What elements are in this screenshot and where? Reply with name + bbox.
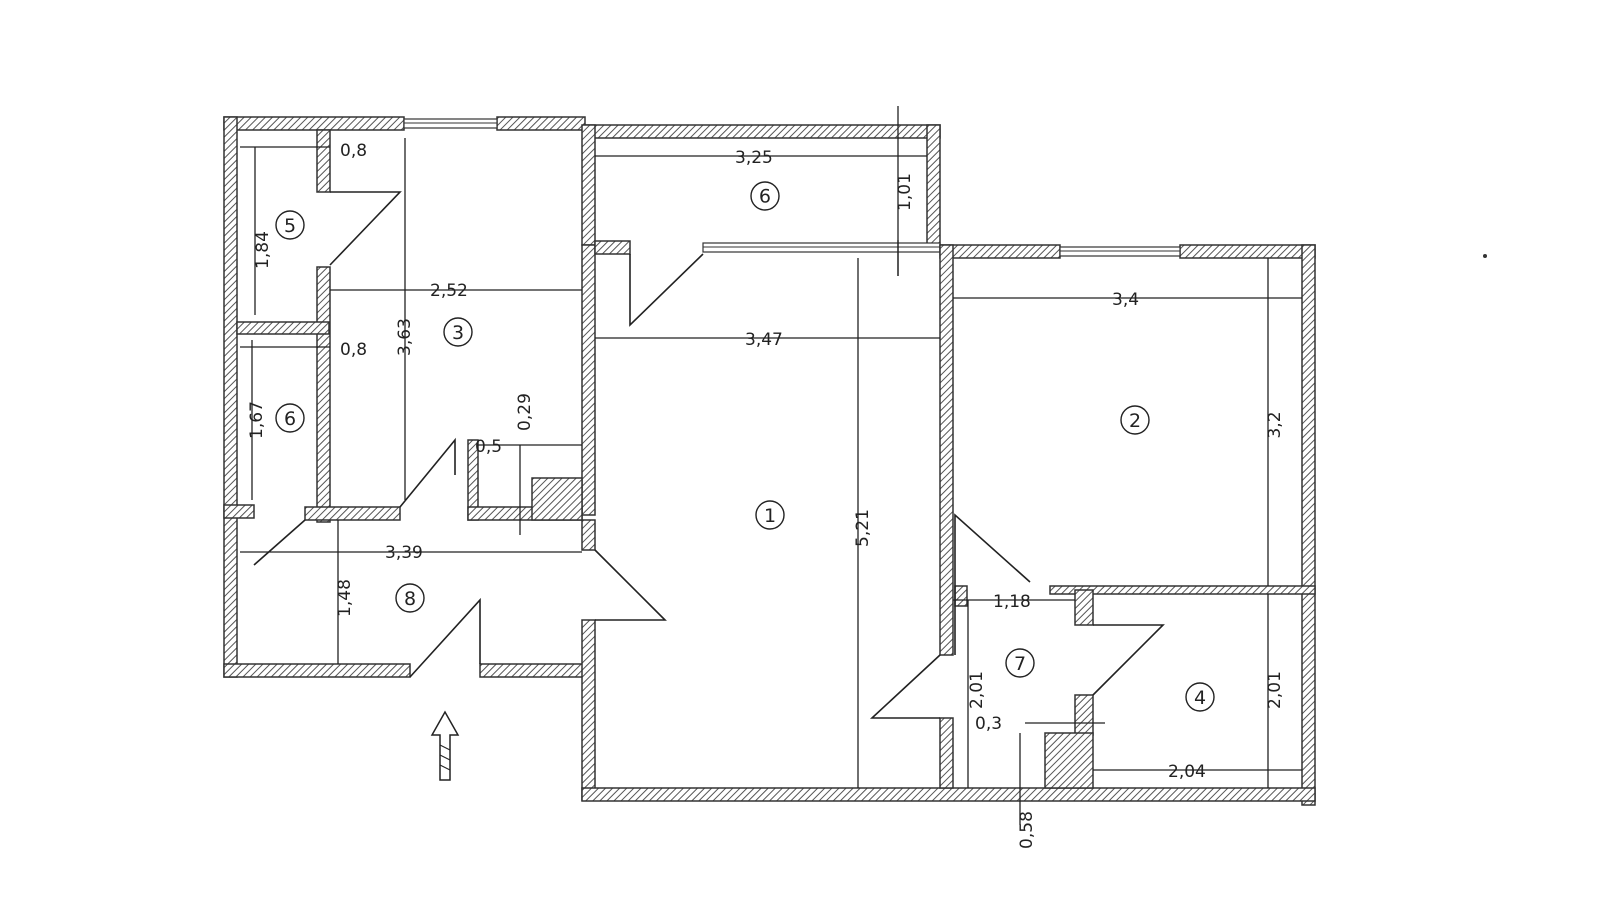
dim-2-52: 2,52 <box>430 281 468 301</box>
door-6 <box>253 519 306 566</box>
wall-7-top <box>954 585 968 607</box>
wall-5-right-top <box>316 129 331 193</box>
wall-bottom-left <box>223 663 411 678</box>
wall-top-right <box>939 244 1061 259</box>
door-entrance <box>409 597 481 678</box>
door-3 <box>399 437 456 508</box>
wall-3-1c <box>581 519 596 551</box>
wall-1-7 <box>939 717 954 789</box>
dim-3-39: 3,39 <box>385 543 423 563</box>
wall-top-left <box>223 116 405 131</box>
dim-0-8-top: 0,8 <box>340 141 367 161</box>
dim-0-29: 0,29 <box>515 393 535 431</box>
wall-1-2 <box>939 244 954 656</box>
wall-top-left-2 <box>496 116 586 131</box>
dim-0-3: 0,3 <box>975 714 1002 734</box>
wall-7-right-top <box>1074 589 1094 626</box>
wall-6-bottom <box>304 506 401 521</box>
door-1 <box>594 549 667 621</box>
svg-text:3: 3 <box>452 322 464 344</box>
door-9 <box>629 253 704 327</box>
entrance-arrow-icon <box>430 710 460 781</box>
wall-1-left-lower <box>581 619 596 801</box>
wall-7-right-bottom <box>1074 694 1094 736</box>
dim-3-4: 3,4 <box>1112 290 1139 310</box>
door-5 <box>329 191 402 266</box>
dim-0-8-mid: 0,8 <box>340 340 367 360</box>
dim-2-01-right: 2,01 <box>1265 671 1285 709</box>
wall-6-left-door <box>223 504 255 519</box>
dim-3-25: 3,25 <box>735 148 773 168</box>
dim-2-04: 2,04 <box>1168 762 1206 782</box>
wall-9-bottom-l <box>594 240 631 255</box>
wall-3-1 <box>581 124 596 246</box>
wall-5-6 <box>236 321 330 335</box>
svg-text:5: 5 <box>284 215 296 237</box>
room-4-label: 4 <box>1185 682 1215 712</box>
room-7-label: 7 <box>1005 648 1035 678</box>
wall-2-4 <box>1049 585 1316 595</box>
svg-text:2: 2 <box>1129 410 1141 432</box>
wall-top-mid <box>584 124 941 139</box>
svg-text:6: 6 <box>284 408 296 430</box>
room-6-label: 6 <box>275 403 305 433</box>
door-7-bottom <box>869 654 941 719</box>
dimension-labels: 0,8 1,84 2,52 3,63 0,8 1,67 0,5 0,29 3,3… <box>247 141 1285 849</box>
wall-3-closet-block <box>531 477 583 521</box>
svg-text:8: 8 <box>404 588 416 610</box>
svg-text:1: 1 <box>764 505 776 527</box>
svg-text:4: 4 <box>1194 687 1206 709</box>
wall-bottom <box>581 787 1316 802</box>
svg-text:9: 9 <box>759 184 771 206</box>
dim-1-18: 1,18 <box>993 592 1031 612</box>
wall-5-right-bottom <box>316 266 331 523</box>
dim-1-67: 1,67 <box>247 401 267 439</box>
room-labels: 1 2 3 4 5 6 7 8 <box>275 181 1215 712</box>
dim-1-48: 1,48 <box>335 579 355 617</box>
wall-right-outer <box>1301 244 1316 806</box>
stray-dot <box>1483 254 1487 258</box>
dim-1-84: 1,84 <box>253 231 273 269</box>
door-7-left <box>954 513 1031 655</box>
dim-3-2: 3,2 <box>1265 411 1285 438</box>
wall-bottom-left-2 <box>479 663 586 678</box>
wall-top-right-2 <box>1179 244 1316 259</box>
dim-2-01-left: 2,01 <box>967 671 987 709</box>
wall-left-outer <box>223 116 238 678</box>
dim-0-5: 0,5 <box>475 437 502 457</box>
dim-1-01: 1,01 <box>895 173 915 211</box>
dim-0-58: 0,58 <box>1017 811 1037 849</box>
room-8-label: 8 <box>395 583 425 613</box>
room-2-label: 2 <box>1120 405 1150 435</box>
dim-3-63: 3,63 <box>395 318 415 356</box>
wall-3-1b <box>581 244 596 516</box>
room-5-label: 5 <box>275 210 305 240</box>
svg-text:7: 7 <box>1014 653 1026 675</box>
room-3-label: 3 <box>443 317 473 347</box>
door-4 <box>1092 624 1165 696</box>
dim-3-47: 3,47 <box>745 330 783 350</box>
walls <box>223 116 1316 806</box>
dim-5-21: 5,21 <box>853 509 873 547</box>
wall-9-right <box>926 124 941 246</box>
doors <box>253 191 1165 719</box>
dimension-lines <box>240 106 1302 825</box>
room-9-label: 9 <box>750 181 780 211</box>
room-1-label: 1 <box>755 500 785 530</box>
wall-7-block <box>1044 732 1094 789</box>
